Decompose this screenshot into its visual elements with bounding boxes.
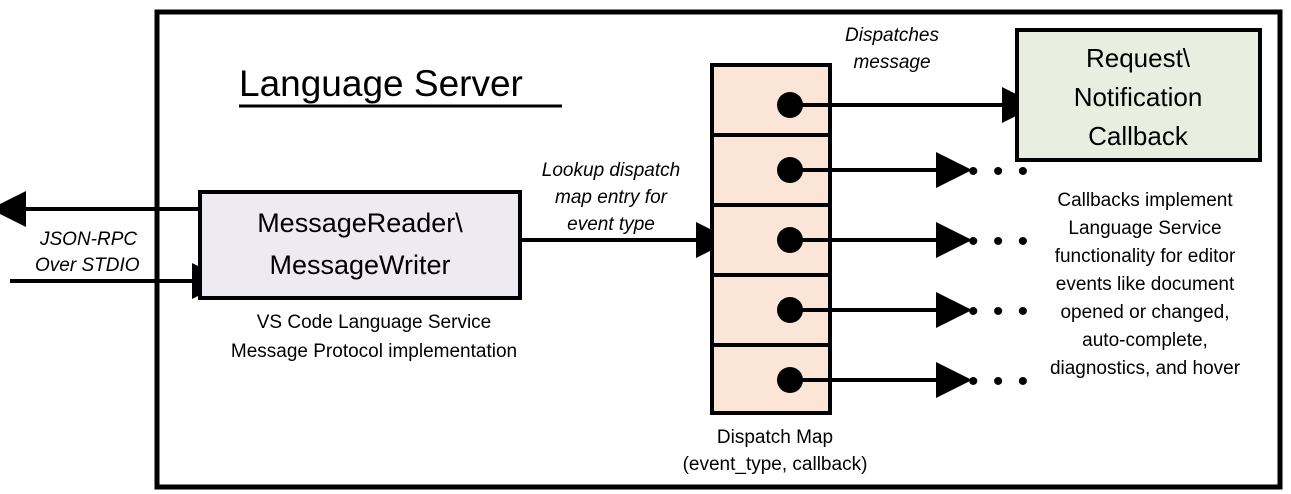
page-title: Language Server xyxy=(239,63,523,104)
message-box-label-line1: MessageReader\ xyxy=(257,208,463,238)
lookup-annotation-line1: Lookup dispatch xyxy=(542,160,680,181)
callback-caption-line4: events like document xyxy=(1056,274,1235,295)
callback-caption-line6: auto-complete, xyxy=(1082,330,1208,351)
message-box-label-line2: MessageWriter xyxy=(269,250,450,280)
dispatch-ellipsis: • • • xyxy=(968,295,1031,328)
language-server-boundary xyxy=(154,9,1283,490)
request-notification-callback-box xyxy=(1015,28,1262,162)
dispatch-map-caption-line2: (event_type, callback) xyxy=(683,454,868,475)
callback-caption-line2: Language Service xyxy=(1068,218,1221,239)
message-box-caption-line1: VS Code Language Service xyxy=(257,312,492,333)
jsonrpc-label-line2: Over STDIO xyxy=(35,255,140,276)
callback-box-label-line1: Request\ xyxy=(1086,43,1191,73)
dispatch-map-caption-line1: Dispatch Map xyxy=(717,427,833,448)
dispatch-annotation-line1: Dispatches xyxy=(845,25,939,46)
message-reader-writer-box xyxy=(198,190,522,300)
callback-caption-line3: functionality for editor xyxy=(1055,246,1236,267)
jsonrpc-label-line1: JSON-RPC xyxy=(39,229,137,250)
callback-caption-line1: Callbacks implement xyxy=(1057,190,1233,211)
callback-box-label-line3: Callback xyxy=(1088,121,1189,151)
dispatch-ellipsis: • • • xyxy=(968,365,1031,398)
message-box-caption-line2: Message Protocol implementation xyxy=(231,341,517,362)
dispatch-ellipsis: • • • xyxy=(968,225,1031,258)
lookup-annotation-line2: map entry for xyxy=(555,187,668,208)
lookup-annotation-line3: event type xyxy=(567,214,655,235)
dispatch-annotation-line2: message xyxy=(853,52,930,73)
dispatch-map-row[interactable] xyxy=(710,63,832,137)
callback-box-label-line2: Notification xyxy=(1074,82,1203,112)
callback-caption-line7: diagnostics, and hover xyxy=(1050,358,1241,379)
callback-caption-line5: opened or changed, xyxy=(1060,302,1229,323)
